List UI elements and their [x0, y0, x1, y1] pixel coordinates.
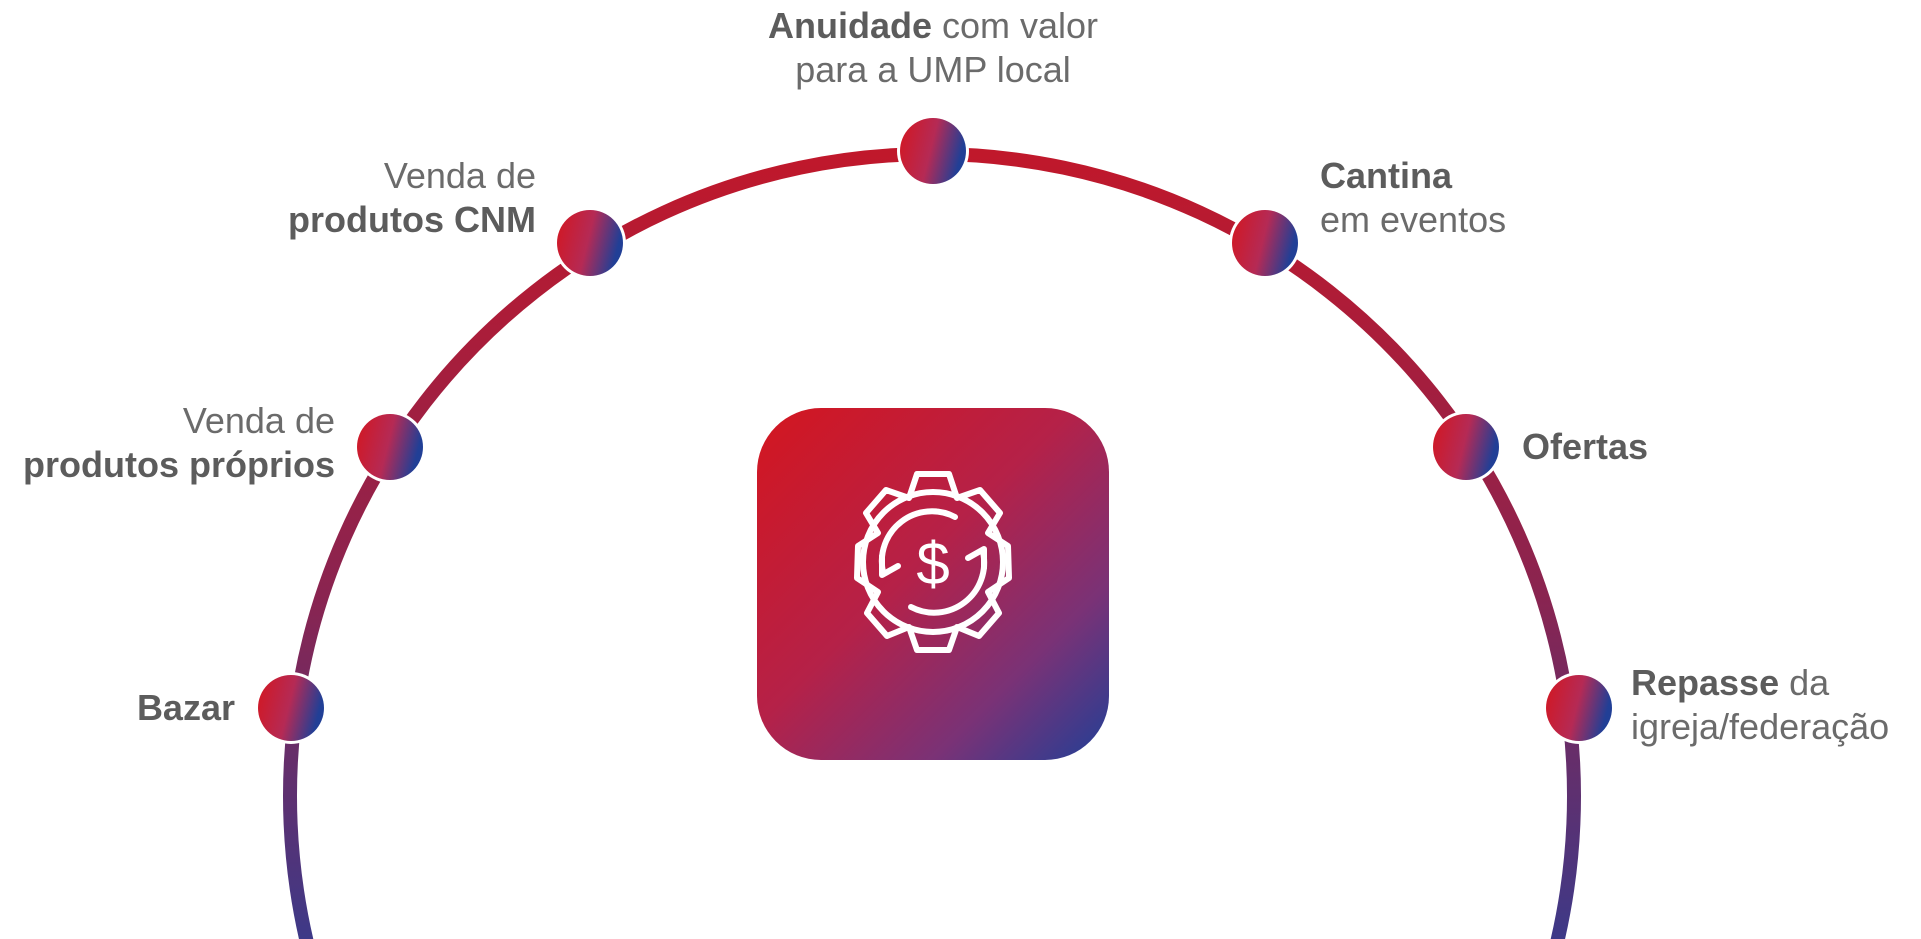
label-bazar-bold: Bazar — [136, 687, 235, 728]
label-venda-proprios: Venda de produtos próprios — [0, 399, 335, 487]
label-cantina-bold: Cantina — [1320, 155, 1453, 196]
label-repasse-bold: Repasse — [1631, 662, 1780, 703]
label-venda-proprios-line1: Venda de — [182, 400, 335, 441]
label-repasse-line2: igreja/federação — [1631, 706, 1890, 747]
label-ofertas: Ofertas — [1522, 425, 1648, 469]
node-dot-venda-proprios — [354, 411, 426, 483]
label-anuidade-line2: para a UMP local — [795, 49, 1071, 90]
node-dot-anuidade — [897, 115, 969, 187]
node-dot-cantina — [1229, 207, 1301, 279]
label-venda-cnm-line1: Venda de — [383, 155, 536, 196]
label-venda-proprios-bold: produtos próprios — [23, 444, 335, 485]
dollar-symbol: $ — [916, 530, 949, 597]
node-dot-repasse — [1543, 672, 1615, 744]
label-anuidade: Anuidade com valor para a UMP local — [733, 4, 1133, 92]
label-venda-cnm: Venda de produtos CNM — [236, 154, 536, 242]
node-dot-ofertas — [1430, 411, 1502, 483]
label-ofertas-bold: Ofertas — [1522, 426, 1649, 467]
label-anuidade-bold: Anuidade — [767, 5, 932, 46]
label-repasse-rest: da — [1779, 662, 1830, 703]
node-dot-bazar — [255, 672, 327, 744]
node-dot-venda-cnm — [554, 207, 626, 279]
gear-dollar-cycle-icon: $ — [854, 471, 1012, 653]
label-repasse: Repasse da igreja/federação — [1631, 661, 1889, 749]
label-anuidade-rest: com valor — [931, 5, 1099, 46]
label-venda-cnm-bold: produtos CNM — [288, 199, 536, 240]
label-bazar: Bazar — [80, 686, 235, 730]
center-box — [757, 408, 1109, 760]
label-cantina-line2: em eventos — [1320, 199, 1507, 240]
label-cantina: Cantina em eventos — [1320, 154, 1506, 242]
